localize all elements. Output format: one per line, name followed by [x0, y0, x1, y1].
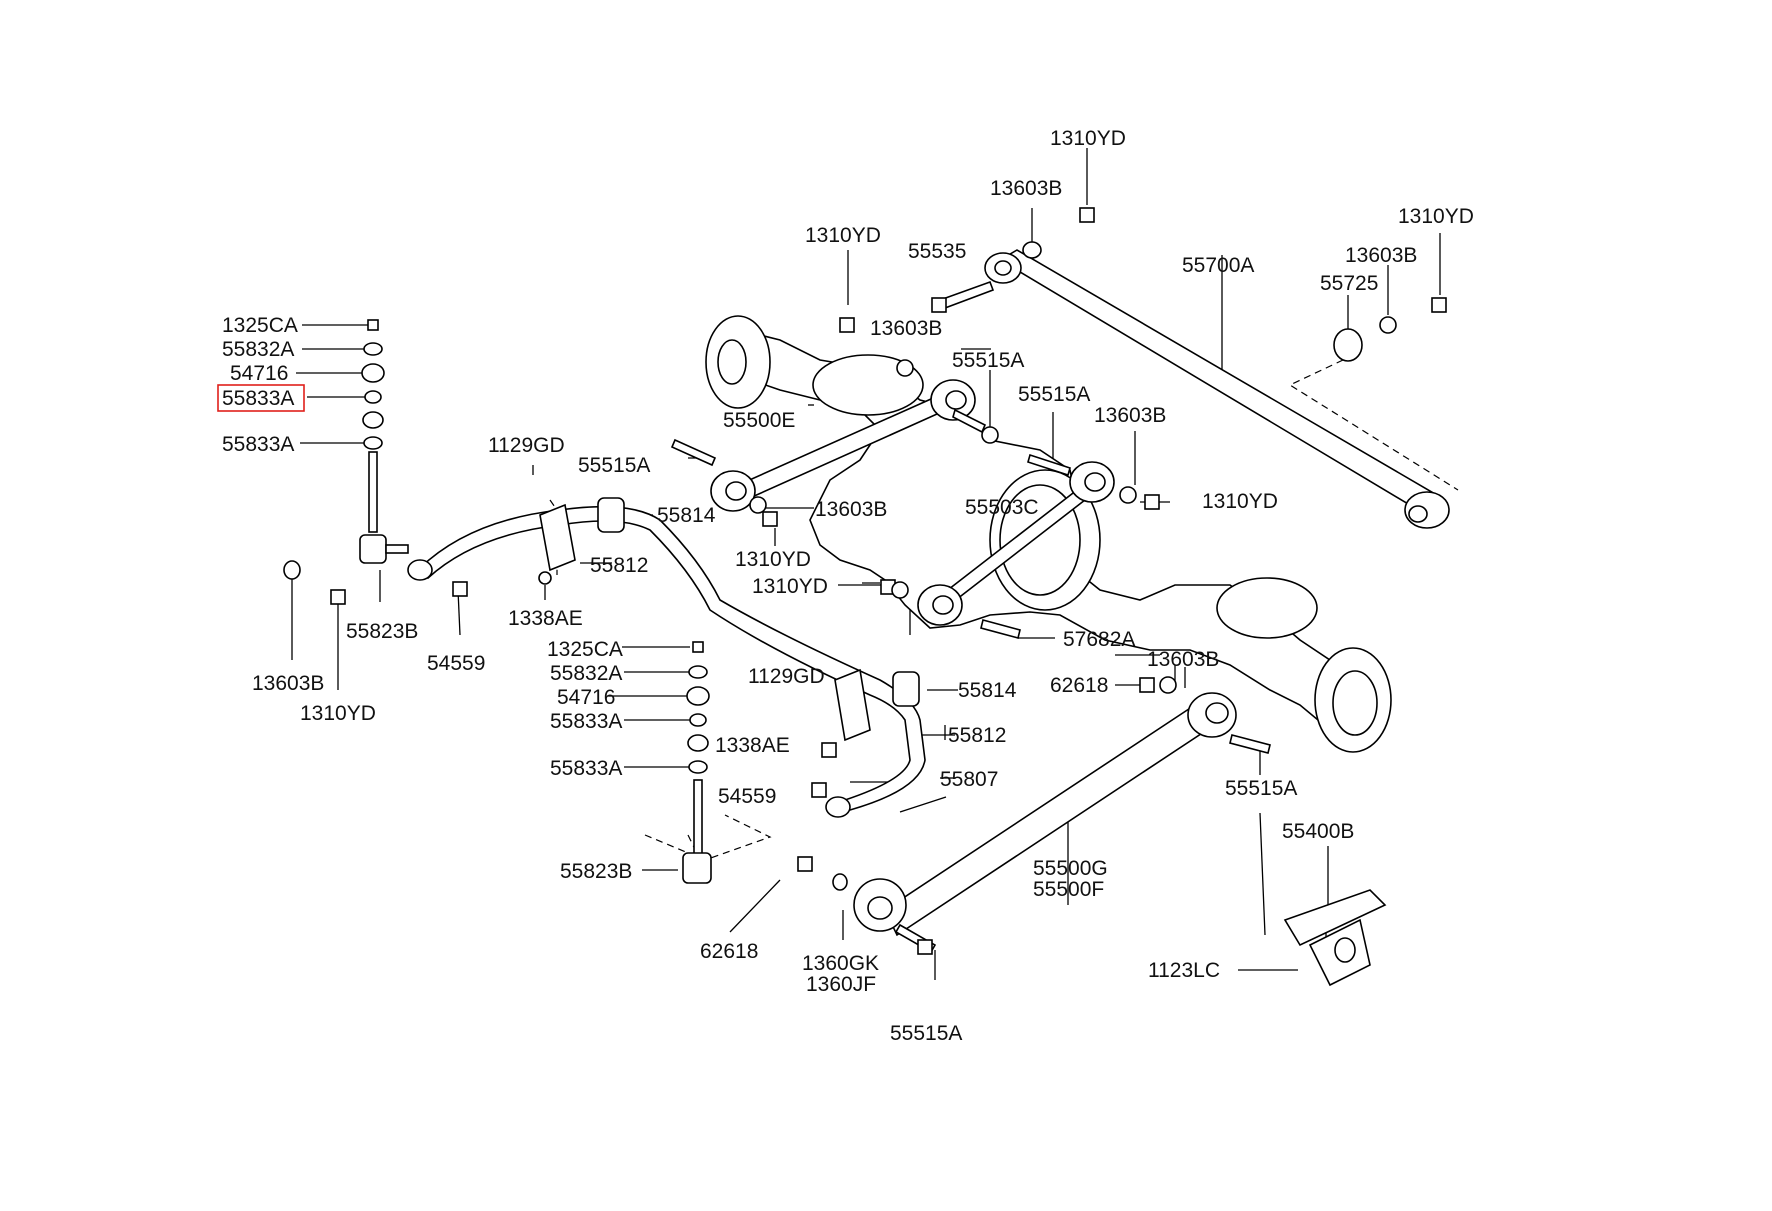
- label-55832A: 55832A: [550, 662, 622, 685]
- label-54559: 54559: [718, 785, 776, 808]
- label-55500G: 55500G: [1033, 857, 1108, 880]
- label-1310YD: 1310YD: [752, 575, 828, 598]
- label-1129GD: 1129GD: [748, 665, 825, 688]
- label-55515A: 55515A: [1225, 777, 1297, 800]
- label-55515A: 55515A: [1018, 383, 1090, 406]
- label-55700A: 55700A: [1182, 254, 1254, 277]
- label-55814: 55814: [958, 679, 1017, 702]
- bolt-55535: [938, 280, 995, 309]
- label-55400B: 55400B: [1282, 820, 1354, 843]
- label-55812: 55812: [590, 554, 648, 577]
- bracket-55812-lower: [834, 668, 871, 742]
- label-55725: 55725: [1320, 272, 1378, 295]
- label-55832A: 55832A: [222, 338, 294, 361]
- label-55833A: 55833A: [550, 757, 622, 780]
- highlight-box-55833A: [217, 384, 305, 412]
- parts: [283, 207, 1450, 987]
- label-55515A: 55515A: [890, 1022, 962, 1045]
- label-13603B: 13603B: [990, 177, 1062, 200]
- label-55500E: 55500E: [723, 409, 795, 432]
- label-62618: 62618: [700, 940, 758, 963]
- label-55833A: 55833A: [222, 387, 294, 410]
- label-55833A: 55833A: [550, 710, 622, 733]
- label-1123LC: 1123LC: [1148, 959, 1220, 982]
- label-55500F: 55500F: [1033, 878, 1104, 901]
- label-55833A: 55833A: [222, 433, 294, 456]
- label-1325CA: 1325CA: [547, 638, 623, 661]
- label-55823B: 55823B: [560, 860, 632, 883]
- label-13603B: 13603B: [1345, 244, 1417, 267]
- label-55515A: 55515A: [578, 454, 650, 477]
- link-55823B-lower: [682, 852, 712, 884]
- label-1360GK: 1360GK: [802, 952, 879, 975]
- label-13603B: 13603B: [1094, 404, 1166, 427]
- label-1310YD: 1310YD: [805, 224, 881, 247]
- bushing-55814-lower: [892, 671, 920, 707]
- label-1310YD: 1310YD: [1398, 205, 1474, 228]
- label-55812: 55812: [948, 724, 1006, 747]
- label-55807: 55807: [940, 768, 998, 791]
- label-55515A: 55515A: [952, 349, 1024, 372]
- label-1338AE: 1338AE: [508, 607, 583, 630]
- label-55535: 55535: [908, 240, 966, 263]
- bracket-55400B: [1283, 889, 1387, 947]
- label-55814: 55814: [657, 504, 716, 527]
- label-13603B: 13603B: [1147, 648, 1219, 671]
- label-55823B: 55823B: [346, 620, 418, 643]
- label-55503C: 55503C: [965, 496, 1039, 519]
- label-1338AE: 1338AE: [715, 734, 790, 757]
- bracket-55812-upper: [539, 503, 576, 572]
- bushing-55814-upper: [597, 497, 625, 533]
- label-1310YD: 1310YD: [1202, 490, 1278, 513]
- label-54716: 54716: [230, 362, 288, 385]
- label-13603B: 13603B: [815, 498, 887, 521]
- label-57682A: 57682A: [1063, 628, 1135, 651]
- label-1325CA: 1325CA: [222, 314, 298, 337]
- link-55823B-left: [359, 534, 387, 564]
- label-1310YD: 1310YD: [1050, 127, 1126, 150]
- label-13603B: 13603B: [252, 672, 324, 695]
- part-labels: 1310YD 13603B 1310YD 55535 55700A 13603B…: [222, 127, 1474, 1045]
- label-54559: 54559: [427, 652, 485, 675]
- label-54716: 54716: [557, 686, 615, 709]
- label-1129GD: 1129GD: [488, 434, 565, 457]
- label-13603B: 13603B: [870, 317, 942, 340]
- label-1310YD: 1310YD: [300, 702, 376, 725]
- label-1310YD: 1310YD: [735, 548, 811, 571]
- label-62618: 62618: [1050, 674, 1108, 697]
- label-1360JF: 1360JF: [806, 973, 876, 996]
